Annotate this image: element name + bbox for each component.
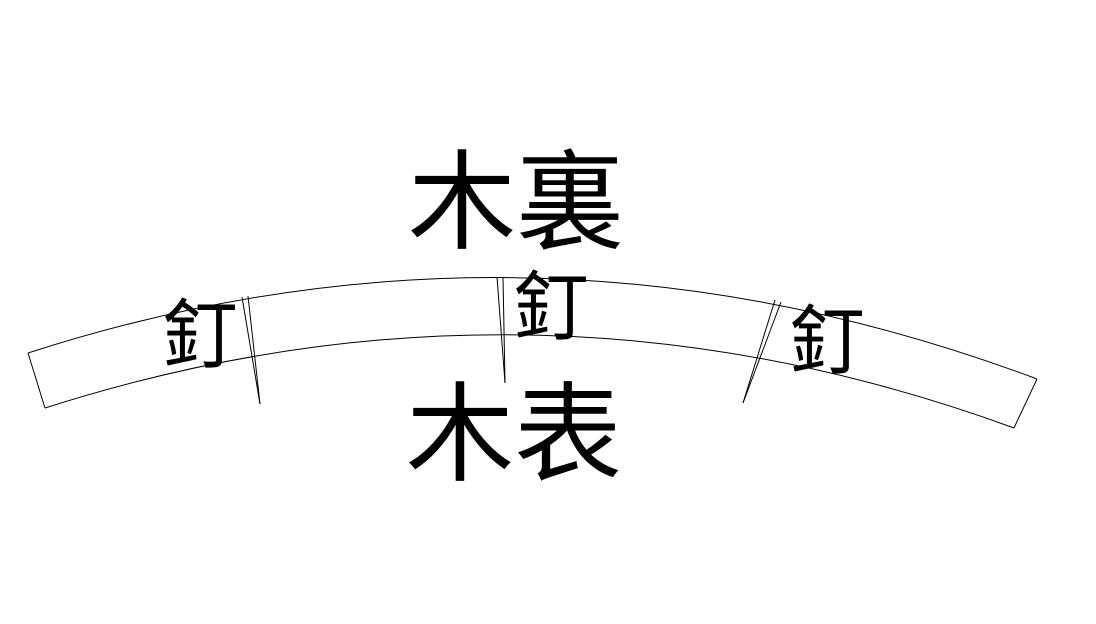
nail-label-left: 釘	[162, 291, 238, 380]
curved-board	[27, 277, 1038, 429]
nail-center	[496, 276, 506, 384]
board-right-end	[1013, 378, 1038, 429]
board-left-end	[27, 352, 46, 409]
nail-right	[742, 299, 782, 404]
board-top-edge	[27, 277, 1038, 380]
wood-back-label: 木裏	[408, 141, 624, 266]
nail-left	[241, 295, 261, 405]
wood-front-label: 木表	[406, 373, 622, 498]
board-bottom-edge	[44, 334, 1015, 429]
nail-label-right: 釘	[789, 297, 865, 386]
nail-label-center: 釘	[513, 263, 589, 352]
